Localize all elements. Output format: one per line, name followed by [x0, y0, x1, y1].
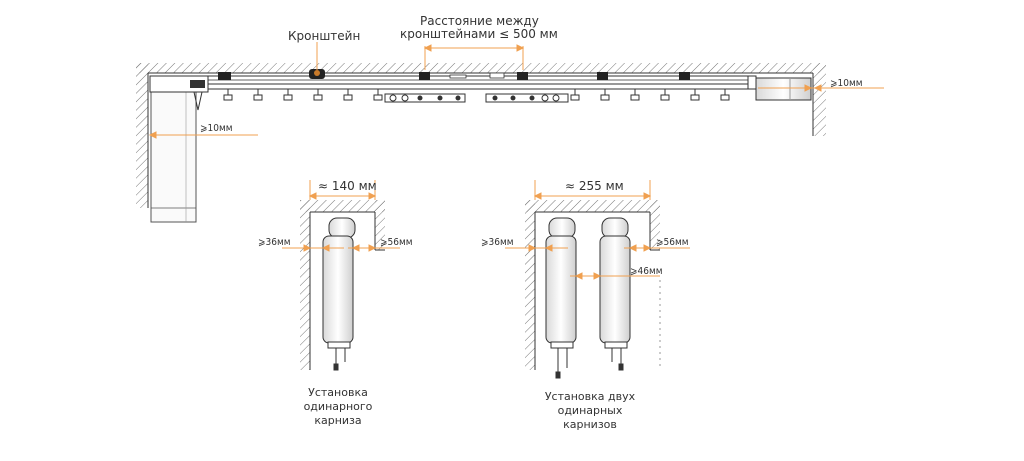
single-caption-line1: Установка	[308, 386, 368, 399]
runner-hooks	[223, 89, 730, 101]
double-width-label: ≈ 255 мм	[565, 179, 624, 193]
single-width-label: ≈ 140 мм	[318, 179, 377, 193]
motor-tube	[322, 217, 356, 371]
single-side-dimensions	[282, 244, 400, 252]
distance-label-line1: Расстояние между	[420, 14, 539, 28]
right-gap-label: ⩾10мм	[830, 78, 863, 89]
single-width-dimension	[308, 180, 377, 200]
single-caption-line3: карниза	[314, 414, 361, 427]
distance-label-line2: кронштейнами ≤ 500 мм	[400, 27, 558, 41]
bracket	[679, 72, 690, 80]
right-wall-hatch	[813, 63, 826, 136]
double-side-dimensions	[505, 244, 690, 280]
bracket	[419, 72, 430, 80]
master-carrier-left	[384, 93, 466, 103]
double-left-label: ⩾36мм	[481, 237, 514, 248]
motor-tube-1	[545, 217, 577, 379]
top-view: Кронштейн Расстояние между кронштейнами …	[136, 14, 884, 223]
rail-lower	[207, 83, 749, 90]
curtain-fabric	[150, 79, 197, 223]
double-caption-line2: одинарных	[558, 404, 623, 417]
ceiling-hatch	[136, 63, 826, 73]
double-width-dimension	[533, 180, 652, 200]
left-gap-label: ⩾10мм	[200, 123, 233, 134]
single-caption-line2: одинарного	[304, 400, 373, 413]
double-between-label: ⩾46мм	[630, 266, 663, 277]
master-carrier-right	[485, 93, 569, 103]
double-right-label: ⩾56мм	[656, 237, 689, 248]
single-left-label: ⩾36мм	[258, 237, 291, 248]
single-right-label: ⩾56мм	[380, 237, 413, 248]
bracket	[597, 72, 608, 80]
bracket-marker	[314, 70, 320, 76]
single-rail-view: ≈ 140 мм ⩾36мм ⩾56мм Установка одинарног…	[258, 179, 413, 427]
left-wall-hatch	[136, 63, 148, 208]
double-caption-line3: карнизов	[563, 418, 617, 431]
right-gap-dimension	[758, 84, 884, 92]
motor-unit	[747, 75, 812, 101]
bracket-label: Кронштейн	[288, 29, 360, 43]
double-caption-line1: Установка двух	[545, 390, 636, 403]
bracket	[517, 72, 528, 80]
bracket	[218, 72, 231, 80]
motor-tube-2	[599, 217, 631, 371]
left-gap-dimension	[148, 131, 258, 139]
bracket-spacing-dimension	[316, 42, 525, 70]
double-rail-view: ≈ 255 мм ⩾36мм ⩾56мм ⩾46мм Установка дву…	[481, 179, 690, 431]
